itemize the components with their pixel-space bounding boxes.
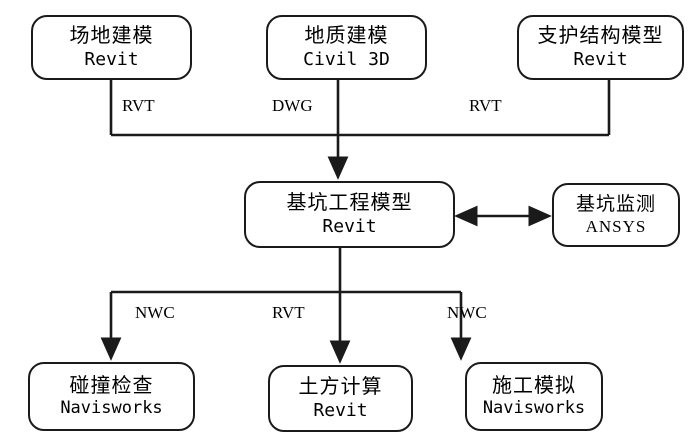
node-construction-sim[interactable]: 施工模拟 Navisworks bbox=[465, 362, 603, 431]
node-excavation-model-software: Revit bbox=[322, 215, 377, 237]
node-earthwork-calc-software: Revit bbox=[313, 399, 368, 421]
node-site-modeling-software: Revit bbox=[84, 48, 139, 70]
node-excavation-monitor-software: ANSYS bbox=[585, 217, 647, 237]
node-site-modeling[interactable]: 场地建模 Revit bbox=[31, 15, 192, 80]
node-clash-detection-software: Navisworks bbox=[60, 398, 163, 419]
node-clash-detection[interactable]: 碰撞检查 Navisworks bbox=[28, 362, 195, 431]
node-geological-modeling[interactable]: 地质建模 Civil 3D bbox=[266, 15, 427, 80]
node-excavation-model-title: 基坑工程模型 bbox=[286, 192, 413, 215]
edge-label-rvt-site: RVT bbox=[122, 96, 155, 115]
node-construction-sim-software: Navisworks bbox=[482, 398, 586, 419]
node-earthwork-calc[interactable]: 土方计算 Revit bbox=[268, 365, 413, 432]
node-support-structure-title: 支护结构模型 bbox=[537, 25, 664, 48]
node-excavation-model[interactable]: 基坑工程模型 Revit bbox=[244, 181, 455, 248]
node-support-structure-software: Revit bbox=[573, 48, 628, 70]
node-geological-modeling-title: 地质建模 bbox=[304, 25, 389, 48]
node-excavation-monitor-title: 基坑监测 bbox=[575, 193, 656, 215]
node-site-modeling-title: 场地建模 bbox=[69, 25, 154, 48]
node-geological-modeling-software: Civil 3D bbox=[303, 48, 390, 70]
edge-label-rvt-earthwork: RVT bbox=[272, 303, 305, 322]
edge-label-dwg-geological: DWG bbox=[272, 96, 313, 115]
node-earthwork-calc-title: 土方计算 bbox=[298, 376, 383, 399]
edge-label-nwc-clash: NWC bbox=[135, 303, 175, 322]
node-clash-detection-title: 碰撞检查 bbox=[69, 374, 154, 397]
edge-label-nwc-sim: NWC bbox=[447, 303, 487, 322]
edge-label-rvt-support: RVT bbox=[469, 96, 502, 115]
node-excavation-monitor[interactable]: 基坑监测 ANSYS bbox=[552, 183, 680, 247]
node-support-structure[interactable]: 支护结构模型 Revit bbox=[517, 15, 684, 80]
node-construction-sim-title: 施工模拟 bbox=[492, 374, 576, 397]
